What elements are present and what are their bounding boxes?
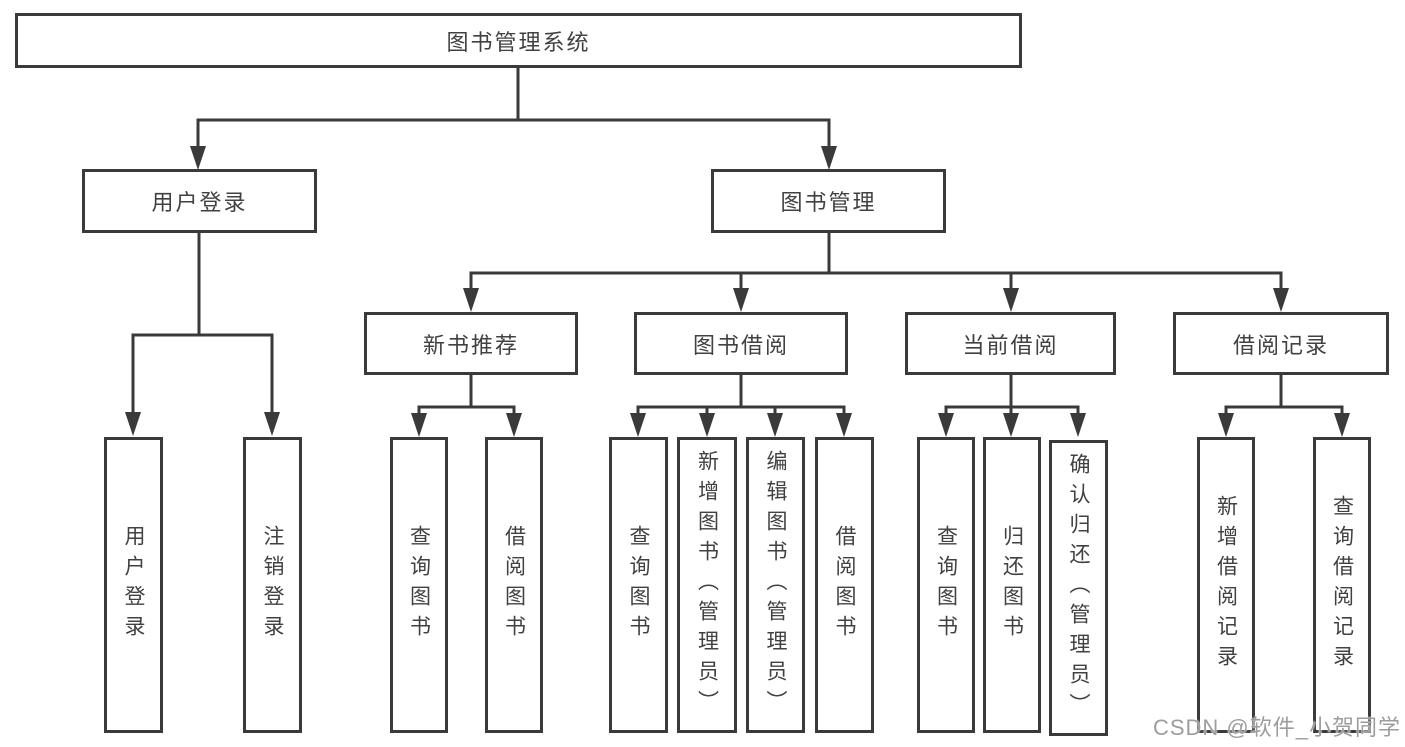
leaf-return-books: 归还图书: [983, 437, 1041, 733]
node-user-login-label: 用户登录: [151, 190, 248, 215]
node-borrowing-records: 借阅记录: [1173, 312, 1389, 375]
leaf-current-query-books-label: 查询图书: [934, 525, 958, 645]
node-new-book-recommend-label: 新书推荐: [422, 332, 519, 358]
node-current-borrowing: 当前借阅: [905, 312, 1116, 375]
node-current-borrowing-label: 当前借阅: [962, 332, 1059, 358]
tree-edges: [131, 66, 1344, 417]
leaf-confirm-return-admin: 确认归还（管理员）: [1049, 440, 1108, 736]
node-book-borrowing-label: 图书借阅: [692, 332, 789, 358]
leaf-recommend-query-books-label: 查询图书: [407, 525, 431, 645]
node-user-login: 用户登录: [82, 169, 317, 233]
leaf-query-borrow-record-label: 查询借阅记录: [1330, 495, 1354, 675]
node-book-management-label: 图书管理: [780, 190, 877, 215]
node-borrowing-records-label: 借阅记录: [1232, 332, 1329, 358]
leaf-current-query-books: 查询图书: [917, 437, 975, 733]
leaf-return-books-label: 归还图书: [1000, 525, 1024, 645]
leaf-logout-label: 注销登录: [261, 525, 284, 645]
node-library-management-system-label: 图书管理系统: [446, 29, 591, 55]
node-library-management-system: 图书管理系统: [15, 13, 1022, 68]
leaf-borrowing-borrow-books: 借阅图书: [815, 437, 874, 733]
leaf-add-borrow-record-label: 新增借阅记录: [1214, 495, 1238, 675]
leaf-borrowing-query-books: 查询图书: [609, 437, 668, 733]
leaf-recommend-query-books: 查询图书: [390, 437, 448, 733]
node-new-book-recommend: 新书推荐: [364, 312, 578, 375]
leaf-edit-books-admin: 编辑图书（管理员）: [746, 437, 805, 733]
leaf-query-borrow-record: 查询借阅记录: [1313, 437, 1371, 733]
leaf-add-borrow-record: 新增借阅记录: [1197, 437, 1255, 733]
leaf-recommend-borrow-books: 借阅图书: [485, 437, 543, 733]
leaf-borrowing-query-books-label: 查询图书: [627, 525, 650, 645]
leaf-logout: 注销登录: [243, 437, 302, 733]
node-book-borrowing: 图书借阅: [634, 312, 848, 375]
arrowheads: [125, 146, 1350, 437]
node-book-management: 图书管理: [711, 169, 946, 233]
leaf-add-books-admin: 新增图书（管理员）: [677, 437, 737, 733]
leaf-edit-books-admin-label: 编辑图书（管理员）: [764, 450, 787, 720]
leaf-recommend-borrow-books-label: 借阅图书: [502, 525, 526, 645]
leaf-user-login: 用户登录: [104, 437, 163, 733]
leaf-user-login-label: 用户登录: [122, 525, 145, 645]
leaf-confirm-return-admin-label: 确认归还（管理员）: [1067, 453, 1090, 723]
leaf-borrowing-borrow-books-label: 借阅图书: [833, 525, 856, 645]
csdn-watermark: CSDN @软件_小贺同学: [1152, 715, 1401, 740]
leaf-add-books-admin-label: 新增图书（管理员）: [695, 450, 719, 720]
